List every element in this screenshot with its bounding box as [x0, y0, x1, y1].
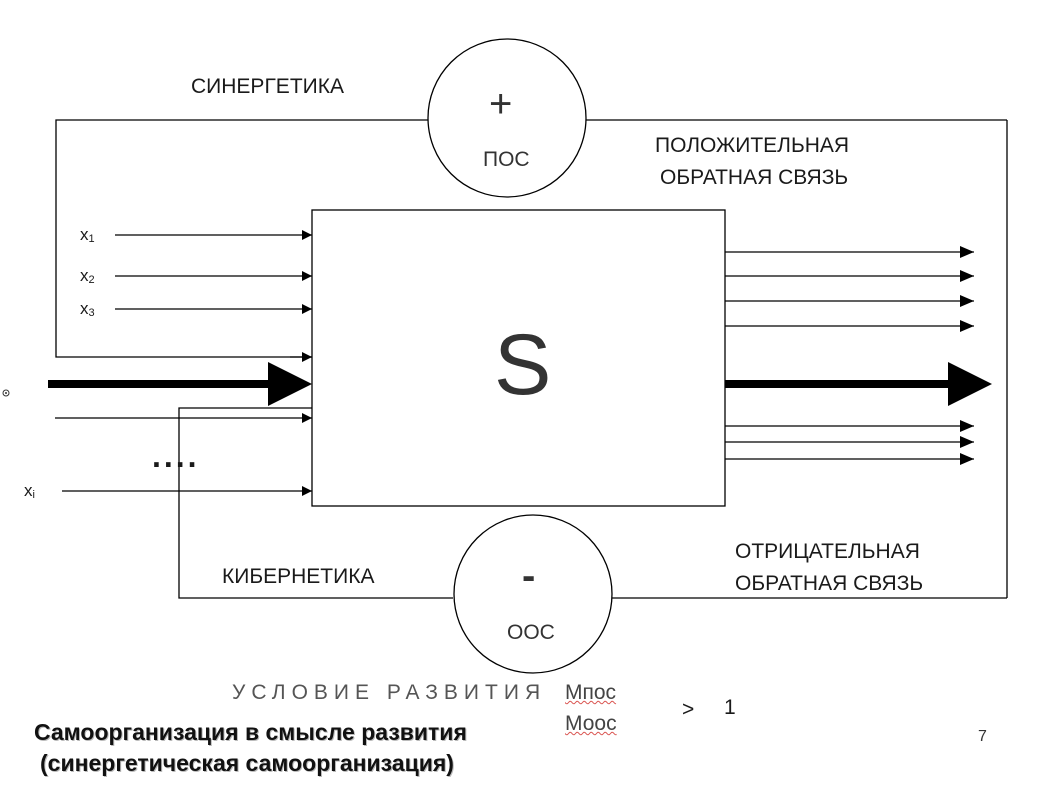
small-mark-dot — [5, 392, 7, 394]
negative-feedback-label-line1: ОТРИЦАТЕЛЬНАЯ — [735, 540, 920, 563]
main-output-arrowhead — [948, 362, 992, 406]
cybernetics-label: КИБЕРНЕТИКА — [222, 565, 375, 588]
condition-numerator: Мпос — [565, 681, 617, 704]
slide-title-line2: (синергетическая самоорганизация) — [40, 750, 454, 776]
negative-feedback-loop — [178, 407, 453, 599]
negative-feedback-label-line2: ОБРАТНАЯ СВЯЗЬ — [735, 572, 924, 595]
synergetics-label: СИНЕРГЕТИКА — [191, 75, 344, 98]
condition-denominator: Моос — [565, 712, 617, 735]
condition-operator: > — [682, 698, 695, 721]
negative-feedback-circle — [453, 514, 613, 674]
ellipsis: .... — [152, 438, 200, 474]
slide-title-line1: Самоорганизация в смысле развития — [34, 719, 467, 745]
condition-value: 1 — [724, 696, 736, 719]
minus-symbol: - — [522, 554, 536, 598]
plus-symbol: + — [489, 82, 513, 126]
pos-abbreviation: ПОС — [483, 148, 530, 171]
positive-feedback-circle — [427, 38, 587, 198]
positive-feedback-loop — [55, 119, 428, 358]
oos-abbreviation: ООС — [507, 621, 555, 644]
input-label-x1: x1 — [80, 225, 95, 245]
input-label-xi: xi — [24, 481, 35, 501]
condition-text: УСЛОВИЕ РАЗВИТИЯ — [232, 681, 547, 704]
main-input-arrowhead — [268, 362, 312, 406]
system-box — [311, 209, 726, 507]
system-label: S — [494, 317, 552, 413]
input-label-x2: x2 — [80, 266, 95, 286]
positive-feedback-label-line2: ОБРАТНАЯ СВЯЗЬ — [660, 166, 849, 189]
positive-feedback-label-line1: ПОЛОЖИТЕЛЬНАЯ — [655, 134, 850, 157]
input-label-x3: x3 — [80, 299, 95, 319]
page-number: 7 — [978, 728, 987, 745]
small-mark-icon — [2, 389, 10, 397]
